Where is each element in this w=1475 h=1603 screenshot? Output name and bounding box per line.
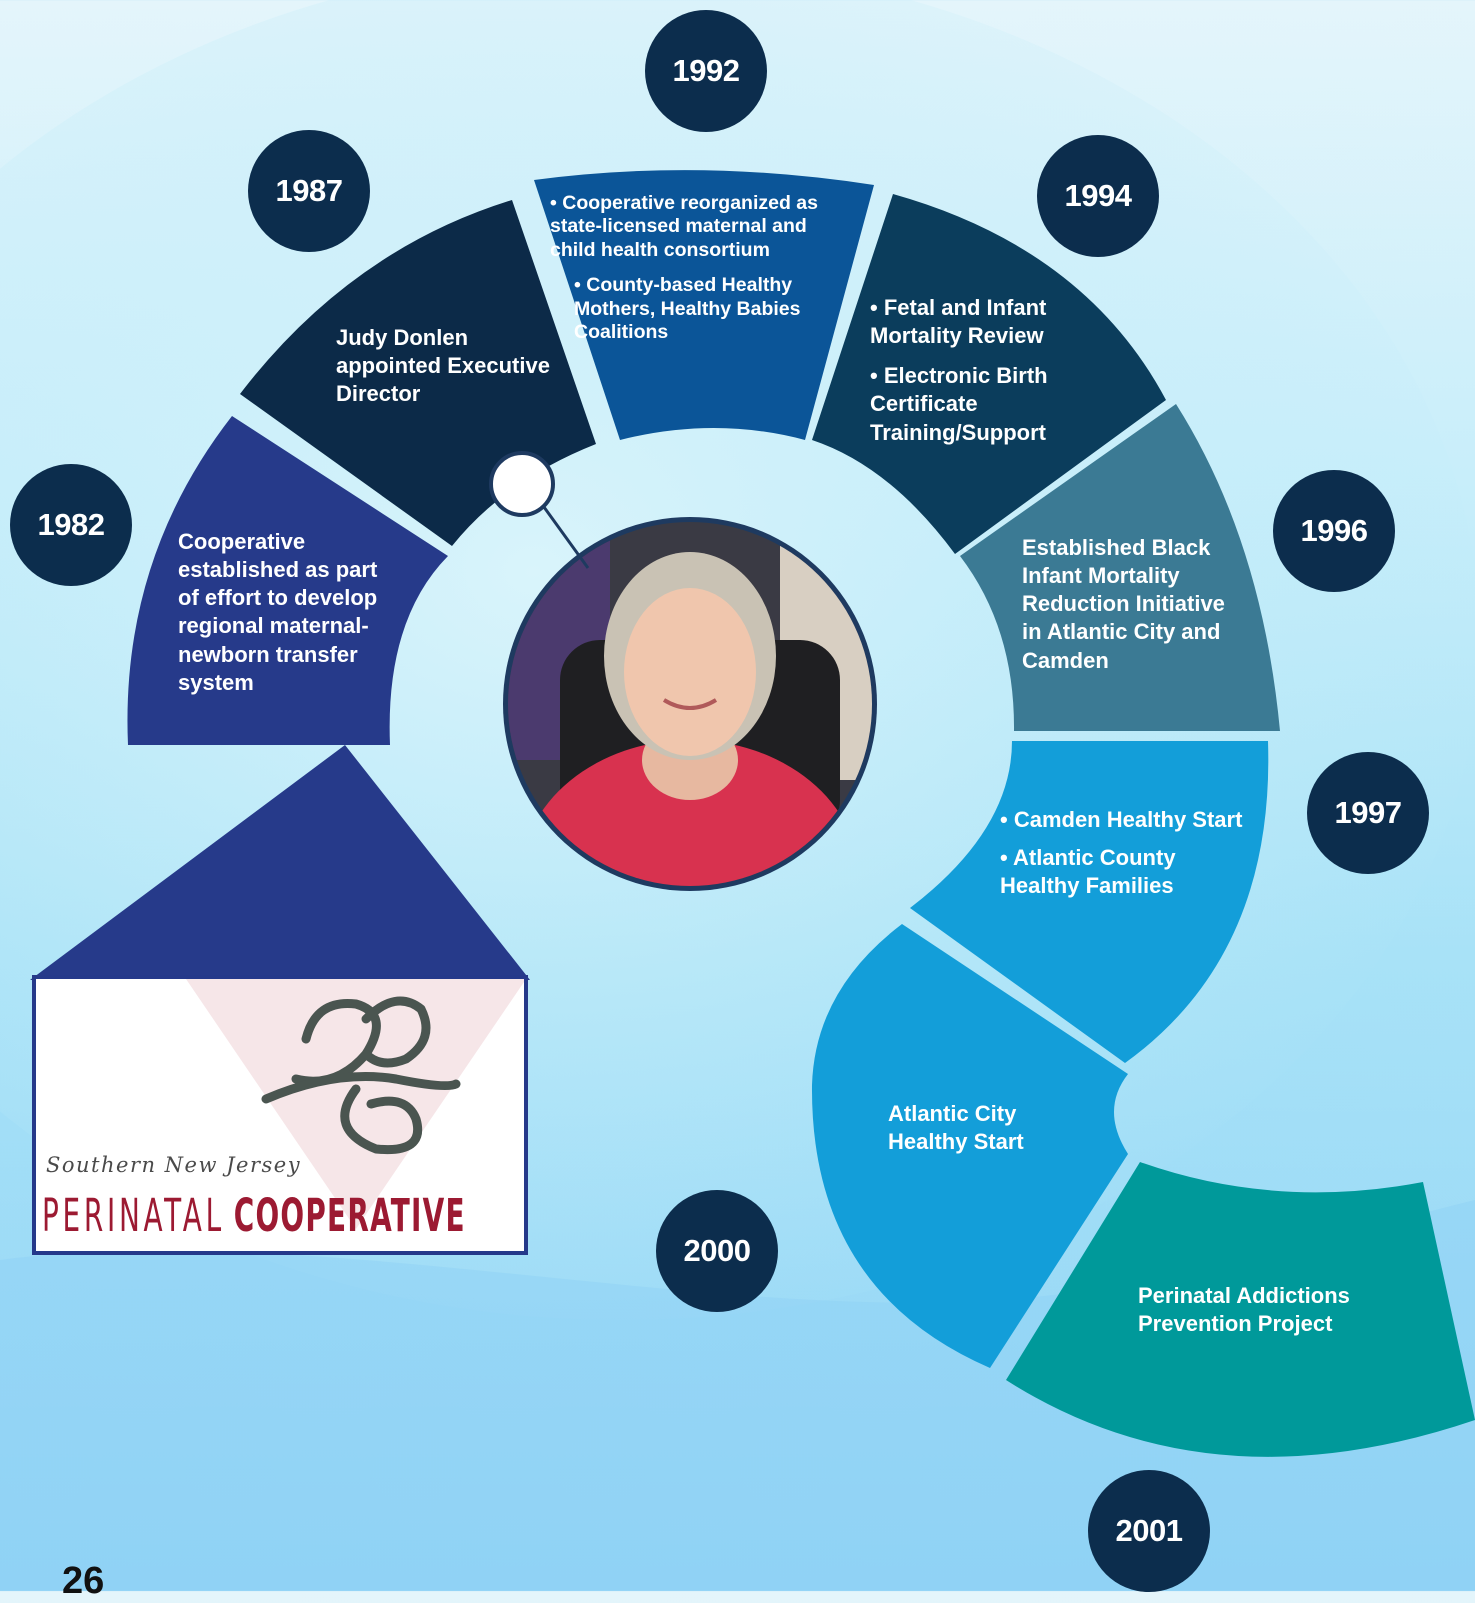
- photo-pin: [489, 451, 555, 517]
- milestone-2001: Perinatal Addictions Prevention Project: [1138, 1283, 1350, 1337]
- year-bubble-1992: 1992: [645, 10, 767, 132]
- year-bubble-2001: 2001: [1088, 1470, 1210, 1592]
- milestone-1997-item-1: • Camden Healthy Start: [1000, 807, 1243, 832]
- segment-1992: [534, 170, 874, 441]
- logo-title: PERINATAL COOPERATIVE: [42, 1189, 466, 1242]
- year-bubble-1996: 1996: [1273, 470, 1395, 592]
- year-bubble-1997: 1997: [1307, 752, 1429, 874]
- milestone-1992-item-1: • Cooperative reorganized as state-licen…: [550, 192, 818, 261]
- milestone-1994-item-2: • Electronic Birth Certificate Training/…: [870, 363, 1048, 445]
- segment-2000: [811, 924, 1128, 1368]
- milestone-1997-item-2: • Atlantic County Healthy Families: [1000, 845, 1176, 899]
- year-bubble-1982: 1982: [10, 464, 132, 586]
- milestone-2000: Atlantic City Healthy Start: [888, 1101, 1024, 1155]
- organization-logo: Southern New Jersey PERINATAL COOPERATIV…: [32, 975, 528, 1255]
- milestone-1994: • Fetal and Infant Mortality Review • El…: [870, 294, 1085, 447]
- milestone-1992-item-2: • County-based Healthy Mothers, Healthy …: [574, 274, 801, 343]
- milestone-1992: • Cooperative reorganized as state-licen…: [550, 192, 850, 344]
- milestone-1997: • Camden Healthy Start • Atlantic County…: [1000, 806, 1260, 900]
- year-bubble-2000: 2000: [656, 1190, 778, 1312]
- milestone-1982: Cooperative established as part of effor…: [178, 529, 378, 695]
- logo-subtitle: Southern New Jersey: [46, 1153, 302, 1177]
- year-bubble-1994: 1994: [1037, 135, 1159, 257]
- segment-1997: [910, 741, 1269, 1063]
- milestone-1996: Established Black Infant Mortality Reduc…: [1022, 535, 1225, 673]
- logo-title-part2: COOPERATIVE: [233, 1189, 466, 1242]
- page-number: 26: [62, 1560, 105, 1602]
- year-bubble-1987: 1987: [248, 130, 370, 252]
- logo-title-part1: PERINATAL: [42, 1189, 225, 1242]
- segment-1982: [127, 416, 448, 745]
- segment-1982-pointer: [30, 745, 530, 980]
- photo-connector: [534, 495, 590, 569]
- segment-1996: [960, 404, 1280, 731]
- milestone-1994-item-1: • Fetal and Infant Mortality Review: [870, 295, 1047, 349]
- segment-1994: [812, 194, 1166, 554]
- logo-graphic: [186, 979, 524, 1229]
- segment-2001: [1006, 1162, 1475, 1457]
- milestone-1987: Judy Donlen appointed Executive Director: [336, 325, 550, 407]
